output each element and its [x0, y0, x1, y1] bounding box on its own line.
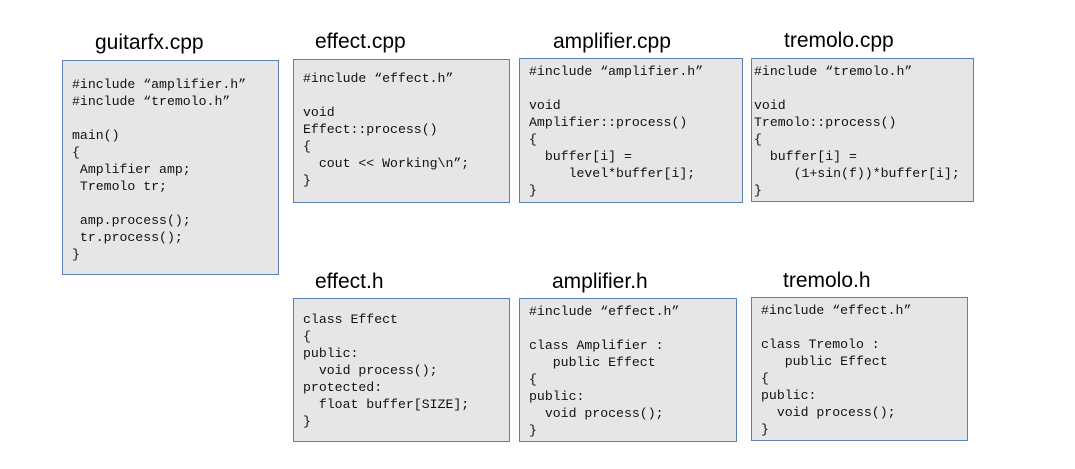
- file-title-effect-cpp: effect.cpp: [315, 30, 406, 53]
- code-line: }: [761, 422, 769, 437]
- code-line: level*buffer[i];: [529, 166, 696, 181]
- code-line: amp.process();: [72, 213, 191, 228]
- code-line: [529, 80, 742, 97]
- file-title-tremolo-h: tremolo.h: [783, 269, 871, 292]
- code-line: Tremolo::process(): [754, 115, 897, 130]
- code-box-guitarfx-cpp: #include “amplifier.h” #include “tremolo.…: [62, 60, 279, 275]
- file-title-amplifier-cpp: amplifier.cpp: [553, 30, 671, 53]
- file-title-guitarfx-cpp: guitarfx.cpp: [95, 31, 204, 54]
- code-line: class Tremolo :: [761, 337, 880, 352]
- code-box-tremolo-h: #include “effect.h” class Tremolo : publi…: [751, 297, 968, 441]
- code-line: public:: [761, 388, 817, 403]
- code-line: main(): [72, 128, 120, 143]
- code-line: Amplifier amp;: [72, 162, 191, 177]
- code-line: public:: [529, 389, 585, 404]
- code-line: }: [529, 183, 537, 198]
- code-line: #include “effect.h”: [761, 303, 912, 318]
- code-line: #include “effect.h”: [303, 71, 454, 86]
- code-line: [761, 319, 967, 336]
- code-line: buffer[i] =: [754, 149, 857, 164]
- code-line: {: [529, 372, 537, 387]
- code-line: public Effect: [529, 355, 656, 370]
- code-line: float buffer[SIZE];: [303, 397, 470, 412]
- code-line: cout << Working\n”;: [303, 156, 470, 171]
- code-line: void: [303, 105, 335, 120]
- code-line: }: [303, 173, 311, 188]
- code-line: [303, 87, 509, 104]
- code-line: #include “tremolo.h”: [72, 94, 231, 109]
- code-line: {: [529, 132, 537, 147]
- code-line: buffer[i] =: [529, 149, 632, 164]
- file-title-amplifier-h: amplifier.h: [552, 270, 648, 293]
- code-line: Tremolo tr;: [72, 179, 167, 194]
- code-line: {: [72, 145, 80, 160]
- code-line: #include “effect.h”: [529, 304, 680, 319]
- code-line: class Amplifier :: [529, 338, 664, 353]
- code-line: tr.process();: [72, 230, 183, 245]
- code-line: Effect::process(): [303, 122, 438, 137]
- code-line: {: [761, 371, 769, 386]
- code-line: [529, 320, 736, 337]
- code-line: public:: [303, 346, 359, 361]
- code-line: void: [529, 98, 561, 113]
- code-box-amplifier-h: #include “effect.h” class Amplifier : pub…: [519, 298, 737, 442]
- code-line: [754, 80, 973, 97]
- code-line: public Effect: [761, 354, 888, 369]
- code-line: void process();: [303, 363, 438, 378]
- code-line: #include “amplifier.h”: [72, 77, 247, 92]
- code-line: }: [303, 414, 311, 429]
- code-line: #include “amplifier.h”: [529, 64, 704, 79]
- file-title-tremolo-cpp: tremolo.cpp: [784, 29, 894, 52]
- code-line: {: [754, 132, 762, 147]
- code-line: class Effect: [303, 312, 398, 327]
- code-line: #include “tremolo.h”: [754, 64, 913, 79]
- code-box-effect-h: class Effect { public: void process(); prot…: [293, 298, 510, 442]
- code-line: }: [754, 183, 762, 198]
- code-line: Amplifier::process(): [529, 115, 688, 130]
- code-line: }: [72, 247, 80, 262]
- code-line: void process();: [761, 405, 896, 420]
- code-line: (1+sin(f))*buffer[i];: [754, 166, 960, 181]
- code-line: {: [303, 329, 311, 344]
- file-title-effect-h: effect.h: [315, 270, 384, 293]
- code-line: }: [529, 423, 537, 438]
- code-line: void: [754, 98, 786, 113]
- code-line: {: [303, 139, 311, 154]
- code-line: [72, 110, 278, 127]
- code-line: [72, 195, 278, 212]
- code-line: void process();: [529, 406, 664, 421]
- code-line: protected:: [303, 380, 383, 395]
